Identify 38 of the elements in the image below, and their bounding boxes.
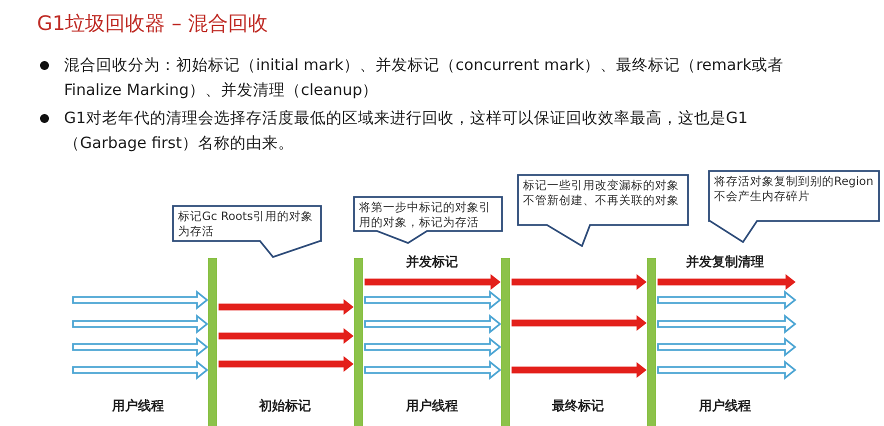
arrow	[218, 299, 354, 315]
arrow	[512, 315, 647, 331]
arrow	[72, 314, 208, 334]
phase-label: 用户线程	[406, 398, 458, 415]
arrow	[657, 290, 796, 310]
arrow	[364, 314, 502, 334]
arrow	[72, 337, 208, 357]
divider-bar	[501, 258, 510, 426]
callout-box: 标记Gc Roots引用的对象为存活	[172, 205, 322, 258]
callout-box: 标记一些引用改变漏标的对象不管新创建、不再关联的对象	[517, 174, 689, 247]
arrow	[512, 362, 647, 378]
slide-title: G1垃圾回收器 – 混合回收	[37, 10, 268, 37]
divider-bar	[208, 258, 217, 426]
callout-box: 将存活对象复制到别的Region不会产生内存碎片	[708, 170, 880, 243]
arrow	[364, 360, 502, 380]
callout-box: 将第一步中标记的对象引用的对象，标记为存活	[353, 196, 503, 244]
arrow	[218, 328, 354, 344]
phase-label: 用户线程	[699, 398, 751, 415]
arrow	[72, 290, 208, 310]
arrow	[657, 360, 796, 380]
arrow	[364, 274, 501, 290]
arrow	[512, 274, 647, 290]
phase-label: 用户线程	[112, 398, 164, 415]
bullet-text: G1对老年代的清理会选择存活度最低的区域来进行回收，这样可以保证回收效率最高，这也是G1（Garbage first）名称的由来。	[64, 108, 749, 154]
arrow	[218, 356, 354, 372]
arrow	[364, 290, 502, 310]
arrow	[364, 337, 502, 357]
phase-label: 并发复制清理	[686, 254, 764, 271]
arrow	[657, 337, 796, 357]
bullet-text: 混合回收分为：初始标记（initial mark）、并发标记（concurrent mark）、最终标记（remark或者Finalize Marking）、并发清理（cleanup）	[64, 55, 785, 101]
arrow	[658, 274, 796, 290]
phase-label: 初始标记	[259, 398, 311, 415]
divider-bar	[354, 258, 363, 426]
phase-label: 并发标记	[406, 254, 458, 271]
arrow	[657, 314, 796, 334]
phase-label: 最终标记	[552, 398, 604, 415]
divider-bar	[647, 258, 656, 426]
arrow	[72, 360, 208, 380]
